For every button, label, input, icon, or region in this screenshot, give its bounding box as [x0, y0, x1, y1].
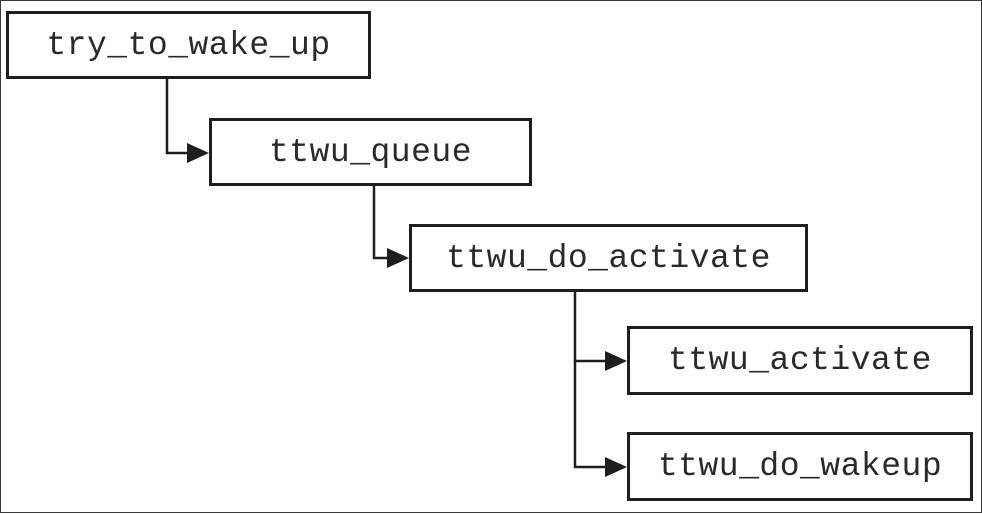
edge-ttwu-do-activate-to-ttwu-do-wakeup: [573, 361, 619, 469]
arrowhead-icon: [187, 143, 209, 163]
node-label: try_to_wake_up: [46, 26, 331, 64]
edge-ttwu-queue-to-ttwu-do-activate: [372, 186, 401, 260]
node-ttwu-do-activate: ttwu_do_activate: [409, 224, 808, 292]
node-ttwu-queue: ttwu_queue: [209, 118, 532, 186]
node-ttwu-activate: ttwu_activate: [627, 326, 973, 395]
node-try-to-wake-up: try_to_wake_up: [6, 11, 371, 79]
node-label: ttwu_do_wakeup: [657, 448, 943, 485]
node-label: ttwu_activate: [668, 342, 932, 379]
edge-ttwu-do-activate-to-ttwu-activate: [573, 292, 619, 363]
arrowhead-icon: [605, 457, 627, 477]
node-label: ttwu_do_activate: [446, 239, 771, 277]
arrowhead-icon: [387, 248, 409, 268]
arrowhead-icon: [605, 351, 627, 371]
node-label: ttwu_queue: [268, 133, 473, 171]
node-ttwu-do-wakeup: ttwu_do_wakeup: [627, 432, 973, 501]
edge-try-to-wake-up-to-ttwu-queue: [165, 79, 202, 158]
